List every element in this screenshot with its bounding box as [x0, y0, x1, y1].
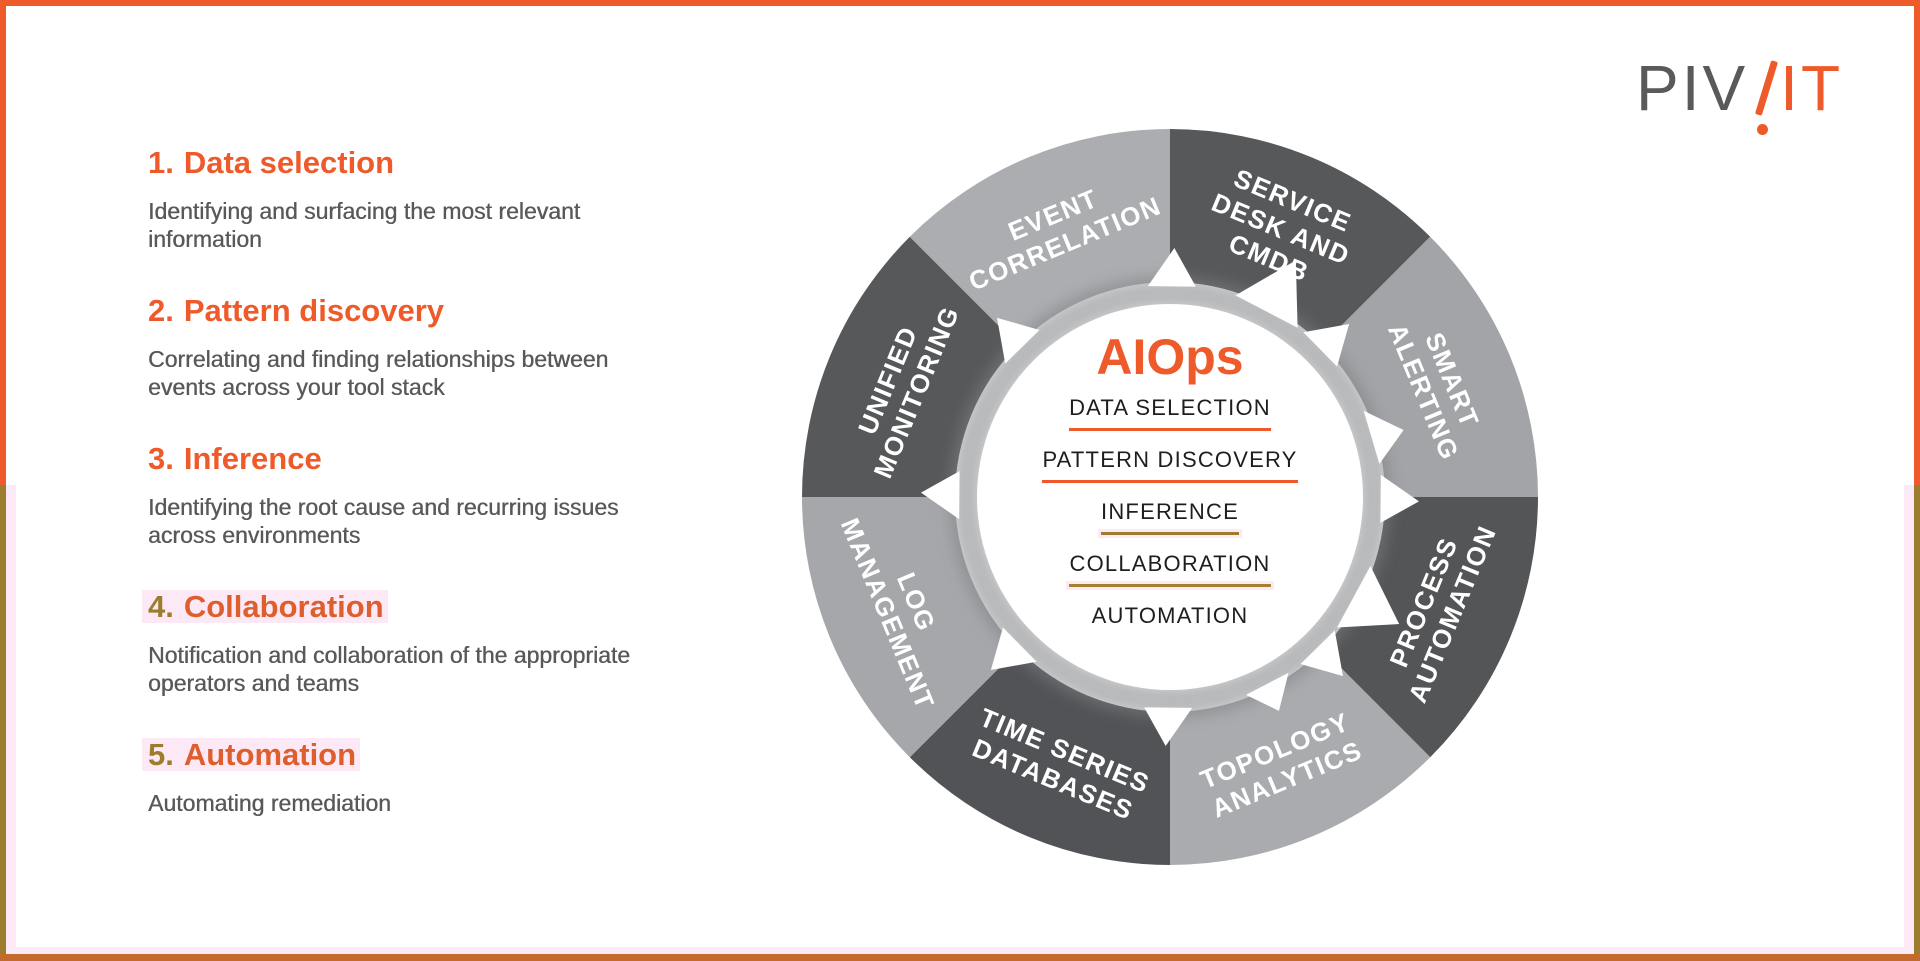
item-description: Automating remediation [148, 789, 788, 817]
highlight-strip-bottom [6, 947, 1914, 954]
inner-rim-notch [1235, 260, 1298, 328]
item-heading: 4. Collaboration [148, 590, 384, 623]
inner-shadow-ring [949, 276, 1391, 718]
center-item: COLLABORATION [1069, 551, 1271, 587]
item-description: Correlating and finding relationships be… [148, 345, 788, 401]
center-item: AUTOMATION [1092, 604, 1249, 636]
inner-rim-notch [1363, 410, 1404, 464]
center-item: DATA SELECTION [1069, 396, 1271, 431]
inner-rim-notch [1245, 672, 1289, 711]
center-item: PATTERN DISCOVERY [1042, 447, 1298, 483]
wheel-notches [921, 248, 1419, 746]
item-title: Collaboration [183, 589, 384, 624]
border-bottom [0, 954, 1920, 961]
item-description: Notification and collaboration of the ap… [148, 641, 788, 697]
item-title: Automation [183, 737, 357, 772]
center-item-label: DATA SELECTION [1069, 395, 1271, 420]
wheel-graphic: SERVICEDESK ANDCMDBSMARTALERTINGPROCESSA… [802, 129, 1538, 865]
inner-rim-notch [1303, 324, 1350, 367]
description-line: Automating remediation [148, 790, 391, 816]
logo-dot [1757, 124, 1769, 135]
item-heading: 5. Automation [148, 737, 357, 772]
inner-rim-notch [1144, 707, 1193, 746]
wheel-center-items: DATA SELECTION PATTERN DISCOVERY INFERENCE… [975, 396, 1365, 636]
item-description: Identifying and surfacing the most relev… [148, 197, 788, 253]
logo-exclamation-icon [1752, 56, 1779, 138]
item-heading: 1. Data selection [148, 146, 394, 179]
item-number: 3. [148, 441, 174, 476]
inner-rim-notch [997, 317, 1040, 364]
item-number: 5. [148, 737, 174, 772]
item-number: 2. [148, 293, 174, 328]
border-right-upper [1914, 6, 1920, 485]
center-item-label: COLLABORATION [1069, 551, 1271, 576]
border-top [0, 0, 1920, 6]
center-item-label: AUTOMATION [1091, 603, 1249, 628]
border-right-lower [1914, 485, 1920, 955]
border-left-upper [0, 6, 6, 485]
inner-rim-notch [990, 627, 1037, 670]
center-item-underline [1069, 428, 1271, 431]
description-line: events across your tool stack [148, 374, 445, 400]
item-heading: 2. Pattern discovery [148, 294, 444, 327]
item-title: Pattern discovery [183, 293, 445, 328]
center-item-underline [1042, 480, 1298, 483]
inner-rim-notch [1300, 630, 1343, 677]
logo-slash-stroke [1755, 60, 1779, 116]
description-line: operators and teams [148, 670, 359, 696]
description-line: information [148, 226, 262, 252]
wheel-center: AIOps DATA SELECTION PATTERN DISCOVERY INF… [975, 332, 1365, 653]
center-item-underline [1101, 532, 1239, 535]
border-left-lower [0, 485, 6, 955]
inner-rim-notch [1380, 474, 1419, 523]
description-line: Identifying the root cause and recurring… [148, 494, 619, 520]
description-line: across environments [148, 522, 361, 548]
wheel-center-disc [977, 304, 1363, 690]
item-number: 4. [148, 589, 174, 624]
inner-rim-notch [1337, 566, 1400, 628]
description-line: Identifying and surfacing the most relev… [148, 198, 581, 224]
description-line: Notification and collaboration of the ap… [148, 642, 631, 668]
item-number: 1. [148, 145, 174, 180]
item-description: Identifying the root cause and recurring… [148, 493, 788, 549]
wheel-center-title: AIOps [1096, 329, 1244, 385]
center-item-label: PATTERN DISCOVERY [1042, 447, 1298, 472]
description-line: Correlating and finding relationships be… [148, 346, 609, 372]
logo-text-it: IT [1780, 52, 1844, 124]
highlight-strip-left [6, 485, 16, 947]
item-title: Inference [183, 441, 322, 476]
center-item: INFERENCE [1101, 500, 1239, 535]
logo-text-piv: PIV [1636, 52, 1749, 124]
pivit-logo: PIV IT [1636, 56, 1843, 142]
item-title: Data selection [183, 145, 395, 180]
center-item-label: INFERENCE [1101, 499, 1239, 524]
inner-rim-notch [1147, 248, 1196, 287]
inner-rim-notch [921, 471, 960, 520]
highlight-strip-right [1904, 485, 1914, 947]
center-item-underline [1069, 584, 1271, 587]
item-heading: 3. Inference [148, 442, 322, 475]
